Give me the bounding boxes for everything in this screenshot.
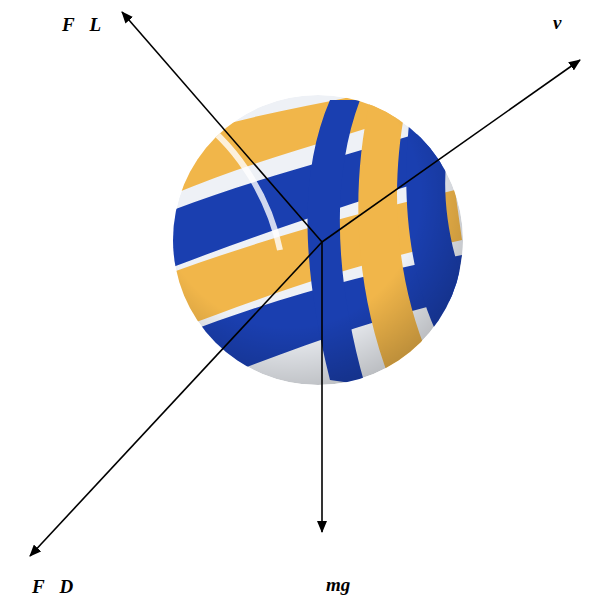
drag-label: F⃗D	[32, 576, 73, 599]
lift-label: F⃗L	[62, 14, 101, 37]
force-vectors	[30, 12, 580, 556]
velocity-vector	[322, 60, 580, 242]
lift-vector	[122, 12, 322, 242]
ball	[150, 95, 470, 385]
velocity-label: v⃗	[553, 12, 576, 35]
weight-label: mg⃗	[326, 574, 365, 597]
drag-vector	[30, 242, 322, 556]
weight-vector	[321, 242, 323, 532]
